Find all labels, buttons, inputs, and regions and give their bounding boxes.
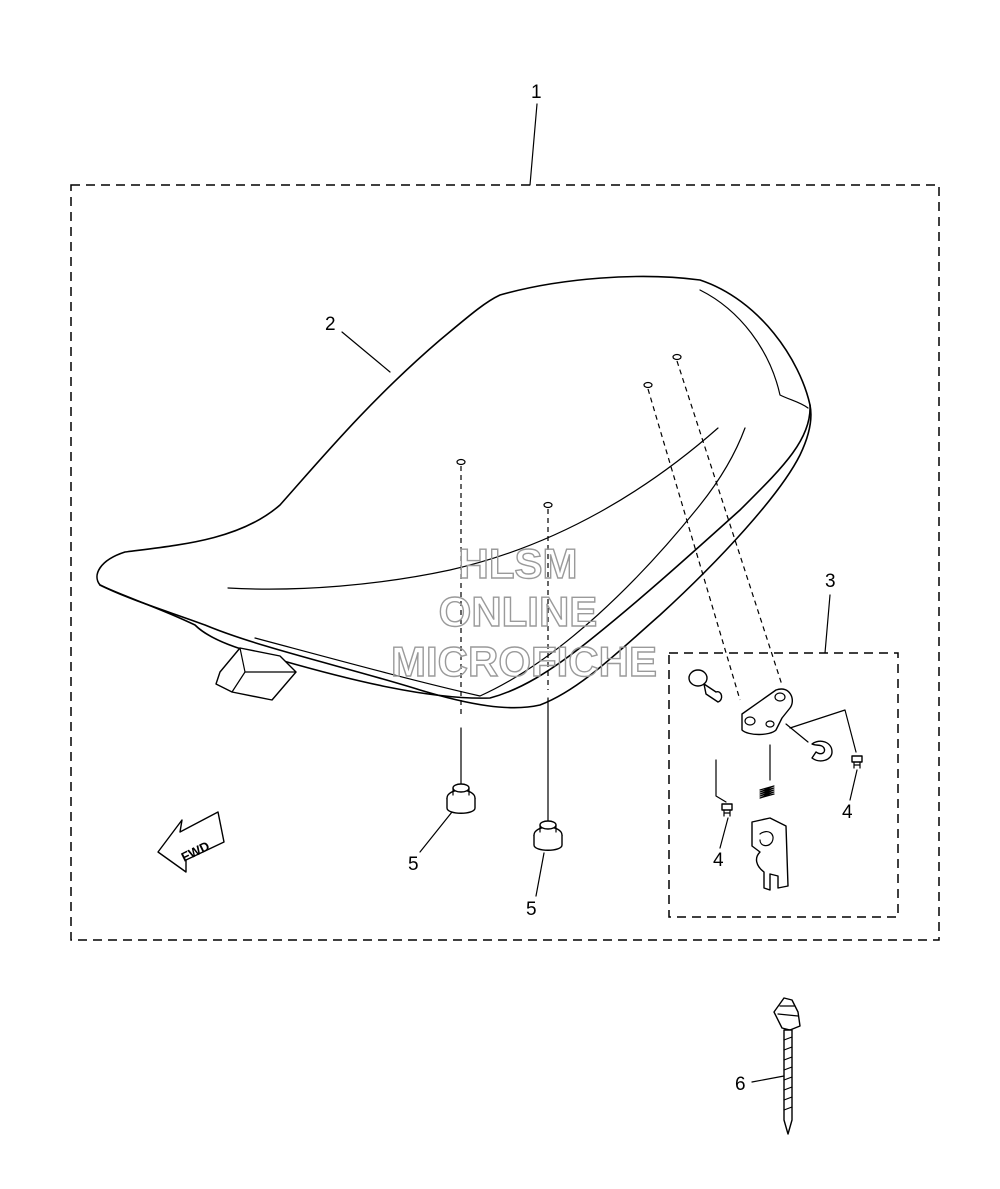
watermark-line-1: HLSM xyxy=(459,540,578,587)
callout-2: 2 xyxy=(325,314,336,335)
damper-right xyxy=(533,820,563,851)
seat-hole-rear-b xyxy=(672,353,682,361)
callout-5b: 5 xyxy=(526,899,537,920)
screw-right-leader xyxy=(789,709,857,753)
seat-hole-center xyxy=(543,501,553,509)
seat xyxy=(96,275,812,709)
seat-lock-boundary-box xyxy=(668,652,899,918)
callout-5a: 5 xyxy=(408,854,419,875)
seat-lock-spring xyxy=(759,785,775,799)
seat-lock-hook xyxy=(751,817,789,891)
assembly-line-lock-a xyxy=(647,388,741,701)
watermark-line-2: ONLINE xyxy=(439,588,598,635)
callout-leader-5b xyxy=(535,852,545,897)
callout-leader-3 xyxy=(824,594,831,654)
screw-left xyxy=(721,803,733,817)
assembly-line-lock-b xyxy=(676,360,783,686)
screw-left-leader xyxy=(715,759,727,803)
screw-right xyxy=(851,755,863,769)
cable-tie xyxy=(773,997,801,1135)
callout-leader-2 xyxy=(341,331,391,373)
seat-lock-pin xyxy=(688,669,723,703)
watermark: HLSM ONLINE MICROFICHE xyxy=(390,539,657,685)
assembly-boundary-box xyxy=(70,184,940,941)
callout-leader-6 xyxy=(751,1075,785,1083)
callout-leader-4a xyxy=(719,817,729,849)
callout-3: 3 xyxy=(825,571,836,592)
seat-lock-link-line xyxy=(785,723,809,743)
callout-4a: 4 xyxy=(713,850,724,871)
callout-1: 1 xyxy=(531,82,542,103)
seat-lock-clip xyxy=(811,740,833,762)
seat-hole-left xyxy=(456,458,466,466)
callout-4b: 4 xyxy=(842,802,853,823)
callout-leader-5a xyxy=(419,811,453,853)
callout-leader-4b xyxy=(849,769,858,801)
forward-arrow: FWD xyxy=(157,811,225,873)
watermark-line-3: MICROFICHE xyxy=(391,638,657,685)
callout-leader-1 xyxy=(529,103,538,186)
damper-left xyxy=(446,783,476,814)
seat-lock-bracket xyxy=(741,688,794,736)
seat-hole-rear-a xyxy=(643,381,653,389)
callout-6: 6 xyxy=(735,1074,746,1095)
